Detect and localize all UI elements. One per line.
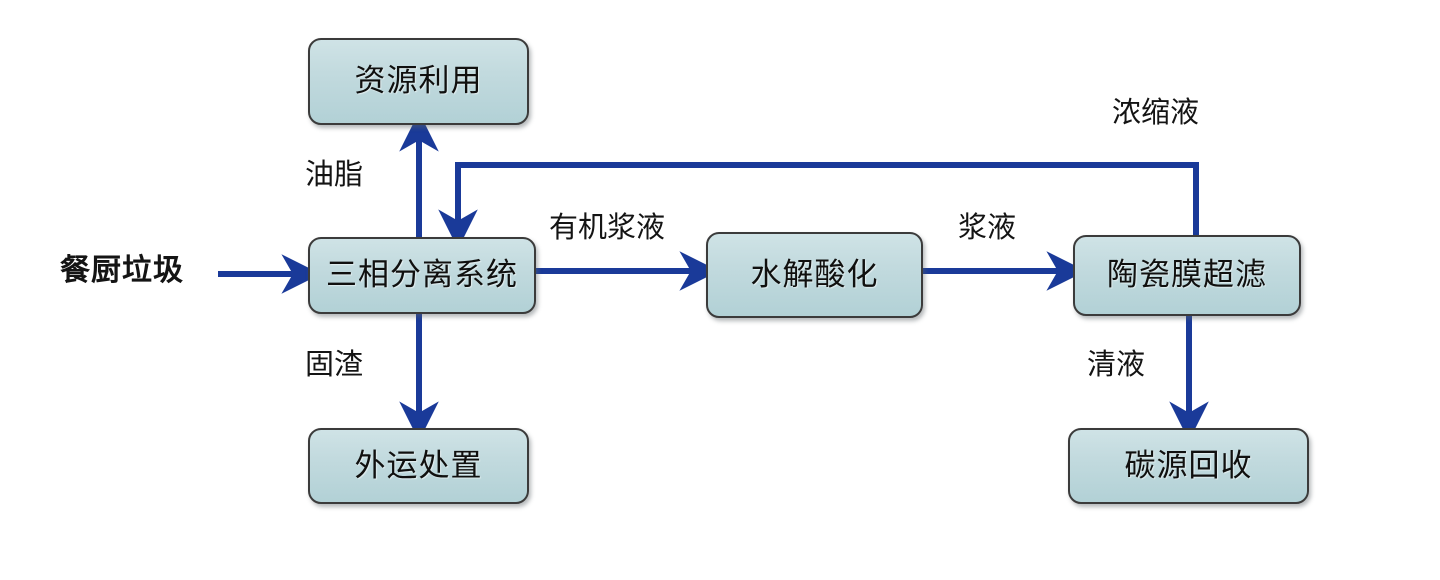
node-carbon-source-recovery[interactable]: 碳源回收 [1068,428,1309,504]
node-three-phase-separation-label: 三相分离系统 [326,257,518,293]
node-ceramic-membrane-ultrafiltration[interactable]: 陶瓷膜超滤 [1073,235,1301,316]
edge-concentrate [438,162,1199,250]
node-three-phase-separation[interactable]: 三相分离系统 [308,237,536,314]
node-ceramic-membrane-ultrafiltration-label: 陶瓷膜超滤 [1107,257,1267,293]
flow-label-input-feed: 餐厨垃圾 [60,253,184,288]
flow-label-organic-slurry: 有机浆液 [549,210,666,244]
node-resource-use[interactable]: 资源利用 [308,38,529,125]
node-carbon-source-recovery-label: 碳源回收 [1124,447,1253,484]
flow-label-grease: 油脂 [305,157,364,191]
node-external-disposal-label: 外运处置 [354,447,483,484]
flow-label-clear-liquid: 清液 [1087,347,1146,381]
flow-label-slurry: 浆液 [958,210,1017,244]
node-hydrolysis-acidification-label: 水解酸化 [750,256,879,293]
flow-label-solid-residue: 固渣 [305,347,364,381]
node-hydrolysis-acidification[interactable]: 水解酸化 [706,232,923,318]
node-resource-use-label: 资源利用 [354,63,483,99]
flow-label-concentrate: 浓缩液 [1112,95,1200,129]
node-external-disposal[interactable]: 外运处置 [308,428,529,504]
